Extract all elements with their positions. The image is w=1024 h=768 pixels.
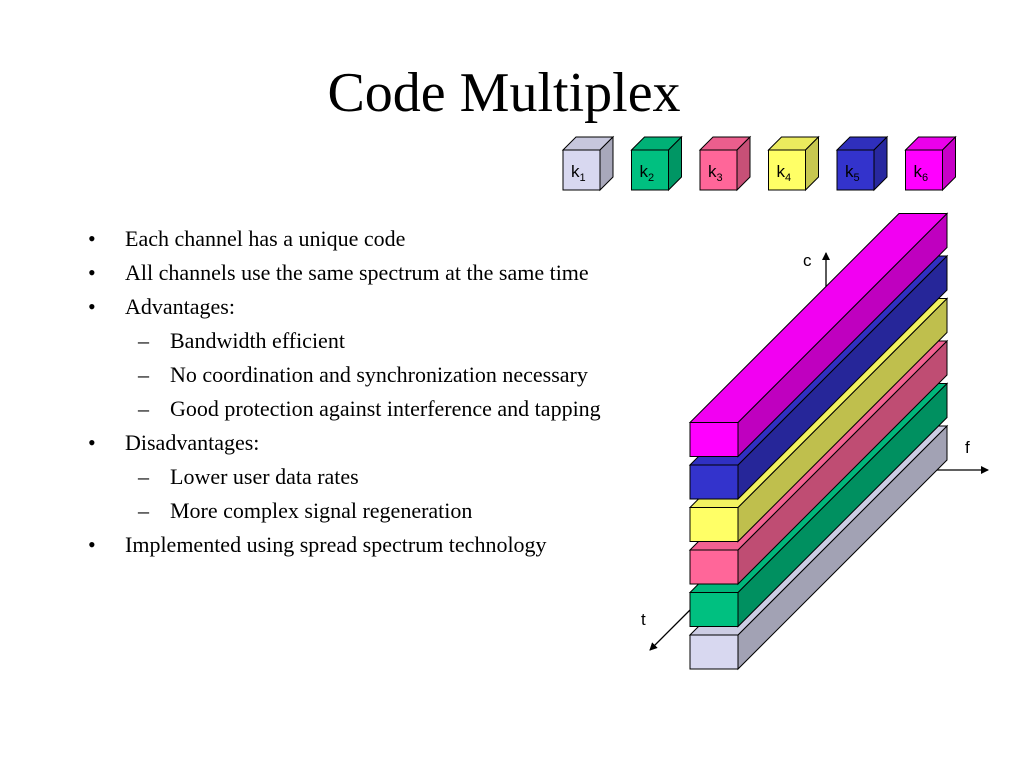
cube-label: k6 — [914, 162, 929, 184]
slab-front-face — [689, 464, 739, 500]
bullet-text: Disadvantages: — [125, 430, 260, 455]
sub-bullet-item: –Bandwidth efficient — [88, 327, 633, 355]
sub-bullet-item: –No coordination and synchronization nec… — [88, 361, 633, 389]
cube-front-face — [631, 149, 669, 191]
slab-front-face — [689, 422, 739, 457]
code-cube-k5: k5 — [835, 135, 889, 192]
code-cube-k4: k4 — [767, 135, 820, 192]
cube-side-face — [736, 135, 751, 192]
cube-side-face — [599, 135, 614, 192]
cube-front-face — [699, 149, 738, 191]
code-cube-k2: k2 — [630, 135, 683, 192]
bullet-text: All channels use the same spectrum at th… — [125, 260, 589, 285]
dash-marker: – — [138, 328, 149, 353]
bullet-text: Implemented using spread spectrum techno… — [125, 532, 547, 557]
cube-front-face — [905, 149, 943, 191]
channel-slab-k6 — [688, 212, 949, 458]
cube-side-face — [873, 135, 888, 192]
code-cube-k6: k6 — [904, 135, 957, 192]
bullet-item: • Advantages: — [88, 293, 633, 321]
bullet-item: • All channels use the same spectrum at t… — [88, 259, 633, 287]
cube-label: k5 — [845, 162, 860, 184]
bullet-list: • Each channel has a unique code • All chan… — [88, 225, 633, 565]
bullet-marker: • — [88, 532, 96, 557]
cube-label: k3 — [708, 162, 723, 184]
bullet-marker: • — [88, 260, 96, 285]
cube-label-index: 3 — [717, 172, 723, 184]
cube-label-letter: k — [845, 162, 854, 181]
cube-label-index: 6 — [922, 172, 928, 184]
bullet-text: Lower user data rates — [170, 464, 359, 489]
bullet-marker: • — [88, 226, 96, 251]
bullet-text: Each channel has a unique code — [125, 226, 406, 251]
sub-bullet-item: –Good protection against interference an… — [88, 395, 633, 423]
bullet-item: • Implemented using spread spectrum techn… — [88, 531, 633, 559]
slab-front-face — [689, 507, 739, 542]
bullet-text: Good protection against interference and… — [170, 396, 601, 421]
cube-label-letter: k — [640, 162, 649, 181]
slab-front-face — [689, 592, 739, 627]
cube-label-index: 5 — [854, 172, 860, 184]
cube-label-letter: k — [571, 162, 580, 181]
slab-front-face — [689, 549, 739, 585]
time-axis-label: t — [641, 610, 646, 629]
cube-label-letter: k — [777, 162, 786, 181]
cube-label-index: 2 — [648, 172, 654, 184]
cube-front-face — [768, 149, 806, 191]
cube-side-face — [668, 135, 682, 192]
cube-label-index: 4 — [785, 172, 791, 184]
code-axis-label: c — [803, 251, 812, 270]
sub-bullet-item: –More complex signal regeneration — [88, 497, 633, 525]
dash-marker: – — [138, 396, 149, 421]
code-cube-k3: k3 — [698, 135, 752, 192]
cube-label: k4 — [777, 162, 792, 184]
bullet-item: • Disadvantages: — [88, 429, 633, 457]
cube-label: k2 — [640, 162, 655, 184]
bullet-text: Advantages: — [125, 294, 235, 319]
dash-marker: – — [138, 498, 149, 523]
bullet-text: No coordination and synchronization nece… — [170, 362, 588, 387]
cube-front-face — [836, 149, 875, 191]
sub-bullet-item: –Lower user data rates — [88, 463, 633, 491]
dash-marker: – — [138, 464, 149, 489]
frequency-axis-label: f — [965, 438, 970, 457]
cube-label: k1 — [571, 162, 586, 184]
bullet-text: Bandwidth efficient — [170, 328, 345, 353]
dash-marker: – — [138, 362, 149, 387]
bullet-marker: • — [88, 430, 96, 455]
cube-label-letter: k — [708, 162, 717, 181]
cube-side-face — [805, 135, 819, 192]
bullet-marker: • — [88, 294, 96, 319]
cube-label-letter: k — [914, 162, 923, 181]
slab-front-face — [689, 634, 739, 670]
bullet-item: • Each channel has a unique code — [88, 225, 633, 253]
slide-title: Code Multiplex — [327, 62, 681, 124]
bullet-text: More complex signal regeneration — [170, 498, 473, 523]
code-cube-k1: k1 — [561, 135, 615, 192]
cube-side-face — [942, 135, 956, 192]
cube-label-index: 1 — [580, 172, 586, 184]
cube-front-face — [562, 149, 601, 191]
